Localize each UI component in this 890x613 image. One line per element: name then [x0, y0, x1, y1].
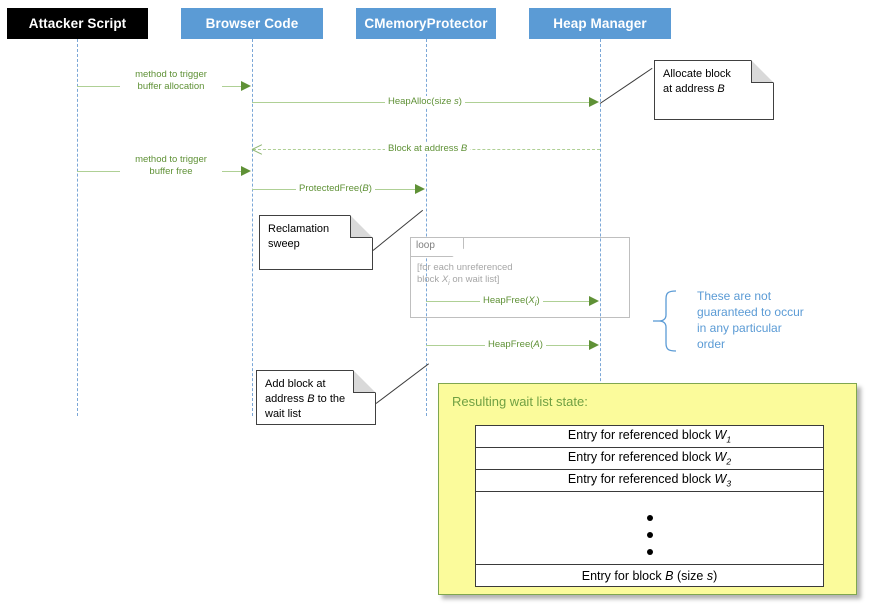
arrowhead-icon [589, 339, 599, 350]
table-row: Entry for referenced block W1 [475, 425, 824, 448]
grouping-brace-icon [652, 290, 678, 357]
arrowhead-icon [589, 295, 599, 306]
ellipsis-dot-icon [646, 514, 653, 521]
table-row: Entry for referenced block W3 [475, 469, 824, 492]
note-allocate-block-text: Allocate block at address B [663, 68, 731, 95]
arrowhead-icon [241, 80, 251, 91]
annotation-ordering-note: These are not guaranteed to occur in any… [697, 289, 804, 351]
wait-list-table: Entry for referenced block W1 Entry for … [475, 425, 824, 587]
participant-cmemoryprotector[interactable]: CMemoryProtector [356, 8, 496, 39]
fragment-operator-tab [411, 238, 464, 257]
wait-list-entry-block-b: Entry for block B (size s) [475, 564, 824, 587]
participant-label: Heap Manager [553, 16, 647, 31]
participant-label: Attacker Script [28, 16, 127, 31]
lifeline-browser-code [252, 39, 253, 416]
note-add-block-to-wait-list-text: Add block at address B to the wait list [265, 378, 346, 420]
result-panel-wait-list-state: Resulting wait list state: Entry for ref… [438, 383, 857, 595]
note-allocate-block: Allocate block at address B [654, 60, 774, 120]
wait-list-entry-w2: Entry for referenced block W2 [475, 447, 824, 470]
lifeline-attacker-script [77, 39, 78, 416]
participant-label: Browser Code [205, 16, 299, 31]
table-row [475, 491, 824, 565]
participant-heap-manager[interactable]: Heap Manager [529, 8, 671, 39]
participant-attacker-script[interactable]: Attacker Script [7, 8, 148, 39]
note-reclamation-sweep: Reclamation sweep [259, 215, 373, 270]
table-row: Entry for referenced block W2 [475, 447, 824, 470]
note-reclamation-sweep-text: Reclamation sweep [268, 223, 330, 250]
message-label-protectedfree: ProtectedFree(B) [296, 183, 375, 194]
participant-browser-code[interactable]: Browser Code [181, 8, 323, 39]
message-label-trigger-buffer-allocation: method to trigger buffer allocation [120, 69, 222, 93]
message-label-heapfree-a: HeapFree(A) [485, 339, 546, 350]
open-arrowhead-icon [252, 144, 263, 155]
ellipsis-dot-icon [646, 531, 653, 538]
lifeline-heap-manager [600, 39, 601, 416]
wait-list-ellipsis [475, 491, 824, 565]
table-row: Entry for block B (size s) [475, 564, 824, 587]
participant-label: CMemoryProtector [364, 16, 488, 31]
message-label-trigger-buffer-free: method to trigger buffer free [120, 154, 222, 178]
fragment-guard-condition: [for each unreferenced block Xi on wait … [417, 262, 513, 287]
result-panel-title: Resulting wait list state: [452, 394, 588, 409]
lifeline-cmemoryprotector [426, 39, 427, 416]
arrowhead-icon [241, 165, 251, 176]
fragment-operator-label: loop [416, 240, 435, 251]
message-label-heapalloc: HeapAlloc(size s) [385, 96, 465, 107]
note-add-block-to-wait-list: Add block at address B to the wait list [256, 370, 376, 425]
message-label-block-at-address: Block at address B [385, 143, 471, 154]
arrowhead-icon [589, 96, 599, 107]
wait-list-entry-w1: Entry for referenced block W1 [475, 425, 824, 448]
note-connector-add-block-to-wait-list [375, 363, 430, 404]
combined-fragment-loop: loop [for each unreferenced block Xi on … [410, 237, 630, 318]
wait-list-entry-w3: Entry for referenced block W3 [475, 469, 824, 492]
message-label-heapfree-xi: HeapFree(Xi) [480, 295, 543, 309]
ellipsis-dot-icon [646, 548, 653, 555]
arrowhead-icon [415, 183, 425, 194]
note-connector-allocate-block [599, 67, 653, 104]
